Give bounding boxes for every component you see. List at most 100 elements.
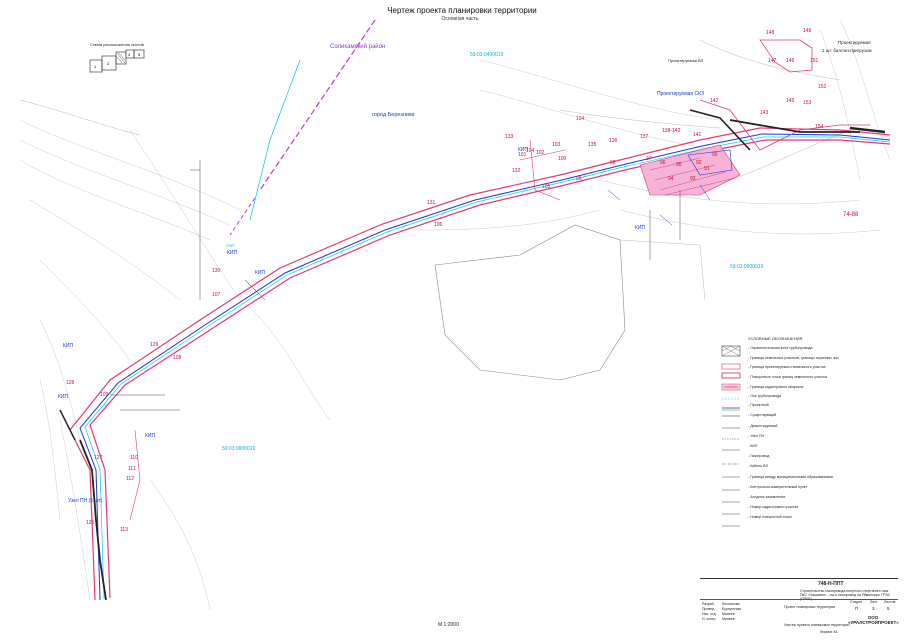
point-106: 106 (434, 222, 443, 228)
point-96: 96 (660, 160, 666, 166)
stamp-name-3: Минеев (722, 612, 735, 616)
point-148: 148 (766, 30, 775, 36)
note-lep: ЛЭП (226, 243, 235, 248)
legend-item-17: - Номер кадастрового участка (748, 505, 799, 510)
point-153: 153 (803, 100, 812, 106)
legend-item-14: - Граница между муниципальными образован… (748, 474, 833, 479)
stamp-role-3: Нач. отд. (702, 612, 717, 616)
kip-label-5: КИП (145, 433, 156, 439)
point-152: 152 (818, 84, 827, 90)
point-104: 104 (526, 148, 535, 154)
point-132: 132 (512, 168, 521, 174)
scheme-sheet-2: 2 (107, 61, 110, 66)
drawing-subtitle: Основная часть (441, 16, 479, 22)
point-111: 111 (128, 466, 136, 472)
stamp-sheet: 3 (872, 606, 875, 611)
title-block: 748-Н-ППТ Строительство газопровода попу… (700, 578, 899, 635)
stamp-format: Формат А1 (820, 630, 838, 634)
point-95: 95 (676, 162, 682, 168)
point-142: 142 (710, 98, 719, 104)
scheme-sheet-5: 5 (138, 52, 141, 57)
point-145: 145 (786, 98, 795, 104)
legend-item-7: - Проектный (748, 403, 769, 408)
point-133: 133 (505, 134, 514, 140)
cadastral-label-left: 59:03:0900019 (222, 446, 256, 452)
point-94: 94 (668, 176, 674, 182)
point-102: 102 (536, 150, 545, 156)
cyan-line (249, 59, 301, 221)
stamp-stage-label: Стадия (850, 600, 862, 604)
legend-item-3: - Граница проектируемого земельного учас… (748, 365, 826, 370)
stamp-sheets: 5 (887, 606, 890, 611)
point-134: 134 (576, 116, 585, 122)
stamp-code: 748-Н-ППТ (818, 581, 844, 587)
stamp-drawing-name: Чертеж проекта планировки территории (784, 623, 850, 627)
legend-item-10: - Узел ПН (748, 433, 765, 438)
note-proj: Проектируемая (838, 40, 871, 45)
scale-label: М 1:2000 (438, 622, 459, 628)
note-proj-vl: Проектируемая ВЛ (668, 58, 704, 63)
stamp-name-4: Минеев (722, 617, 735, 621)
point-137: 137 (640, 134, 649, 140)
point-92: 92 (696, 160, 702, 166)
stamp-stage: П (855, 606, 859, 611)
point-138-142: 138-142 (662, 128, 681, 134)
stamp-role-2: Провер. (702, 607, 716, 611)
district-label: Соликамский район (330, 44, 386, 50)
point-91: 91 (704, 166, 710, 172)
legend-item-2: - Граница земельных участков, границы ох… (748, 356, 839, 361)
point-74-88: 74-88 (843, 212, 859, 218)
point-147: 147 (768, 58, 777, 64)
legend-title: УСЛОВНЫЕ ОБОЗНАЧЕНИЯ (748, 336, 803, 341)
point-108: 108 (173, 355, 182, 361)
point-98: 98 (610, 160, 616, 166)
legend-item-16: - Анодное заземление (748, 495, 786, 500)
note-proj-skz: Проектируемая СКЗ (657, 91, 705, 97)
stamp-sheets-label: Листов (884, 600, 896, 604)
point-100: 100 (558, 156, 567, 162)
point-101: 101 (518, 152, 527, 158)
legend: УСЛОВНЫЕ ОБОЗНАЧЕНИЯ - Ограничительная з… (718, 336, 898, 527)
point-126: 126 (86, 520, 95, 526)
legend-item-6: - Ось трубопровода (748, 394, 781, 399)
stamp-name-2: Бурнуснова (722, 607, 741, 611)
point-135: 135 (588, 142, 597, 148)
kip-label-2: КИП (255, 270, 266, 276)
district-boundary (259, 19, 376, 191)
sheet-scheme: 1 2 4 5 (89, 49, 145, 73)
legend-item-8: - Существующий (748, 413, 777, 418)
point-154: 154 (815, 124, 824, 130)
point-127: 127 (94, 455, 103, 461)
stamp-sheet-label: Лист (870, 600, 878, 604)
stamp-role-1: Разраб. (702, 602, 715, 606)
point-149: 149 (803, 28, 812, 34)
point-109: 109 (100, 392, 109, 398)
point-105: 105 (542, 184, 551, 190)
stamp-sheet-title: Проект планировки территории (784, 605, 836, 609)
stamp-role-4: Н. контр. (702, 617, 717, 621)
point-130: 130 (212, 268, 221, 274)
legend-symbols (721, 345, 741, 527)
kip-label-3: КИП (518, 147, 529, 153)
legend-item-9: - Демонтируемый (748, 423, 778, 428)
legend-item-4: - Поворотные точки границ земельного уча… (748, 374, 828, 379)
scheme-sheet-1: 1 (94, 64, 97, 69)
point-143: 143 (760, 110, 769, 116)
kip-label-6: КИП (63, 343, 74, 349)
point-97: 97 (646, 156, 652, 162)
point-131: 131 (427, 200, 436, 206)
cadastral-label-right: 59:03:0900019 (730, 264, 764, 270)
point-90: 90 (712, 152, 718, 158)
cadastral-label-top: 59:03:0400019 (470, 52, 504, 58)
terrain-lines (19, 19, 891, 611)
kip-label-7: КИП (58, 394, 69, 400)
scheme-label: Схема расположения листов (90, 42, 144, 47)
point-99: 99 (576, 176, 582, 182)
drawing-title: Чертеж проекта планировки территории (387, 6, 537, 15)
note-uzel-pn: Узел ПН (5 шт) (68, 498, 103, 504)
point-103: 103 (552, 142, 561, 148)
legend-item-13: - Кабель ВЛ (748, 464, 768, 469)
legend-item-12: - Газопровод (748, 454, 770, 459)
legend-item-18: - Номер поворотной точки (748, 515, 792, 520)
parcel-outline (434, 224, 626, 381)
